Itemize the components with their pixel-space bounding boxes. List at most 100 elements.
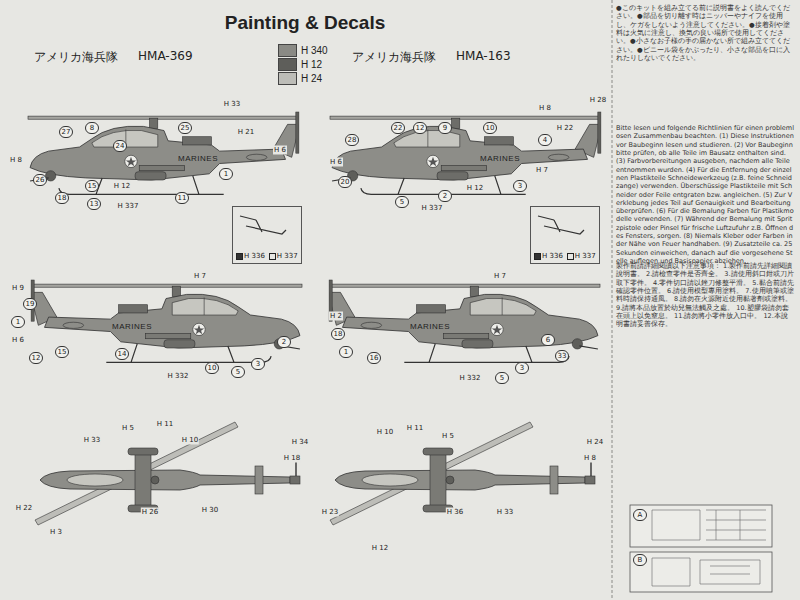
drawing-shape bbox=[630, 505, 772, 547]
color-callout: H 12 bbox=[371, 544, 389, 553]
color-callout: H 10 bbox=[376, 428, 394, 437]
legend-row: H 24 bbox=[278, 72, 322, 85]
color-callout: H 336 bbox=[542, 252, 563, 260]
color-callout: H 33 bbox=[83, 436, 101, 445]
callout-number: 24 bbox=[113, 140, 127, 152]
color-callout: H 30 bbox=[201, 506, 219, 515]
color-callout: H 28 bbox=[589, 96, 607, 105]
callout-number: 3 bbox=[251, 358, 265, 370]
instruction-text: 製作前請詳細閱讀以下注意事項： 1.製作前請先詳細閱讀說明書。 2.請檢查零件是… bbox=[616, 262, 794, 329]
callout-number: 5 bbox=[495, 372, 509, 384]
detail-inset: H 336 H 337 bbox=[232, 206, 302, 264]
helicopter-illustration bbox=[31, 280, 302, 362]
unit-heading: アメリカ海兵隊 bbox=[34, 49, 118, 66]
paint-swatch bbox=[278, 72, 297, 85]
helicopter-illustration bbox=[28, 112, 299, 194]
inset-text-row: H 336 H 337 bbox=[236, 252, 298, 260]
callout-number: 3 bbox=[515, 362, 529, 374]
paint-code: H 24 bbox=[301, 73, 322, 84]
callout-number: 5 bbox=[395, 196, 409, 208]
callout-number: B bbox=[633, 554, 647, 566]
helicopter-illustration bbox=[330, 112, 601, 194]
color-callout: H 33 bbox=[496, 508, 514, 517]
callout-number: 28 bbox=[345, 134, 359, 146]
callout-number: 20 bbox=[338, 176, 352, 188]
callout-number: 6 bbox=[541, 334, 555, 346]
color-callout: H 12 bbox=[466, 184, 484, 193]
callout-number: 14 bbox=[115, 348, 129, 360]
helicopter-illustration bbox=[35, 422, 300, 525]
color-callout: H 337 bbox=[575, 252, 596, 260]
paint-code: H 12 bbox=[301, 59, 322, 70]
color-callout: H 332 bbox=[167, 372, 190, 381]
color-callout: H 6 bbox=[329, 158, 343, 167]
color-square bbox=[236, 253, 243, 260]
color-callout: H 10 bbox=[181, 436, 199, 445]
inset-item: H 336 bbox=[236, 252, 265, 260]
callout-number: 18 bbox=[331, 328, 345, 340]
callout-number: 8 bbox=[85, 122, 99, 134]
inset-item: H 337 bbox=[269, 252, 298, 260]
callout-number: 2 bbox=[438, 190, 452, 202]
color-callout: H 336 bbox=[244, 252, 265, 260]
legend-row: H 12 bbox=[278, 58, 322, 71]
callout-number: 26 bbox=[33, 174, 47, 186]
color-square bbox=[269, 253, 276, 260]
callout-number: 9 bbox=[438, 122, 452, 134]
color-callout: H 11 bbox=[406, 424, 424, 433]
unit-heading: HMA-369 bbox=[138, 49, 193, 63]
legend-row: H 340 bbox=[278, 44, 328, 57]
callout-number: 5 bbox=[231, 366, 245, 378]
color-callout: H 21 bbox=[237, 128, 255, 137]
callout-number: 15 bbox=[55, 346, 69, 358]
color-callout: H 5 bbox=[441, 432, 455, 441]
color-callout: H 2 bbox=[329, 312, 343, 321]
unit-heading: HMA-163 bbox=[456, 49, 511, 63]
callout-number: 18 bbox=[55, 192, 69, 204]
unit-heading: アメリカ海兵隊 bbox=[352, 49, 436, 66]
page-title: Painting & Decals bbox=[225, 12, 386, 34]
callout-number: 10 bbox=[483, 122, 497, 134]
color-callout: H 337 bbox=[117, 202, 140, 211]
drawing-shape bbox=[612, 0, 613, 600]
callout-number: 11 bbox=[175, 192, 189, 204]
callout-number: 16 bbox=[367, 352, 381, 364]
color-square bbox=[567, 253, 574, 260]
color-callout: H 8 bbox=[538, 104, 552, 113]
callout-number: 4 bbox=[538, 134, 552, 146]
callout-number: 22 bbox=[391, 122, 405, 134]
color-square bbox=[534, 253, 541, 260]
decal-text: MARINES bbox=[480, 154, 520, 163]
color-callout: H 7 bbox=[535, 166, 549, 175]
color-callout: H 22 bbox=[15, 504, 33, 513]
detail-inset: H 336 H 337 bbox=[530, 206, 600, 264]
inset-item: H 337 bbox=[567, 252, 596, 260]
color-callout: H 5 bbox=[121, 424, 135, 433]
decal-text: MARINES bbox=[410, 322, 450, 331]
instruction-text: Bitte lesen und folgende Richtlinien für… bbox=[616, 124, 794, 265]
helicopter-illustration bbox=[329, 280, 600, 362]
drawing-shape bbox=[652, 510, 766, 540]
color-callout: H 11 bbox=[156, 420, 174, 429]
inset-text-row: H 336 H 337 bbox=[534, 252, 596, 260]
color-callout: H 26 bbox=[141, 508, 159, 517]
decal-text: MARINES bbox=[178, 154, 218, 163]
color-callout: H 332 bbox=[459, 374, 482, 383]
drawing-shape bbox=[652, 558, 760, 586]
color-callout: H 337 bbox=[421, 204, 444, 213]
callout-number: 19 bbox=[23, 298, 37, 310]
callout-number: 13 bbox=[87, 198, 101, 210]
callout-number: 12 bbox=[413, 122, 427, 134]
callout-number: 1 bbox=[219, 168, 233, 180]
inset-item: H 336 bbox=[534, 252, 563, 260]
paint-code: H 340 bbox=[301, 45, 328, 56]
drawing-shape bbox=[630, 552, 772, 592]
paint-swatch bbox=[278, 44, 297, 57]
drawing-shape bbox=[538, 216, 584, 234]
callout-number: 12 bbox=[29, 352, 43, 364]
color-callout: H 3 bbox=[49, 528, 63, 537]
callout-number: 25 bbox=[178, 122, 192, 134]
color-callout: H 8 bbox=[583, 454, 597, 463]
color-callout: H 33 bbox=[223, 100, 241, 109]
